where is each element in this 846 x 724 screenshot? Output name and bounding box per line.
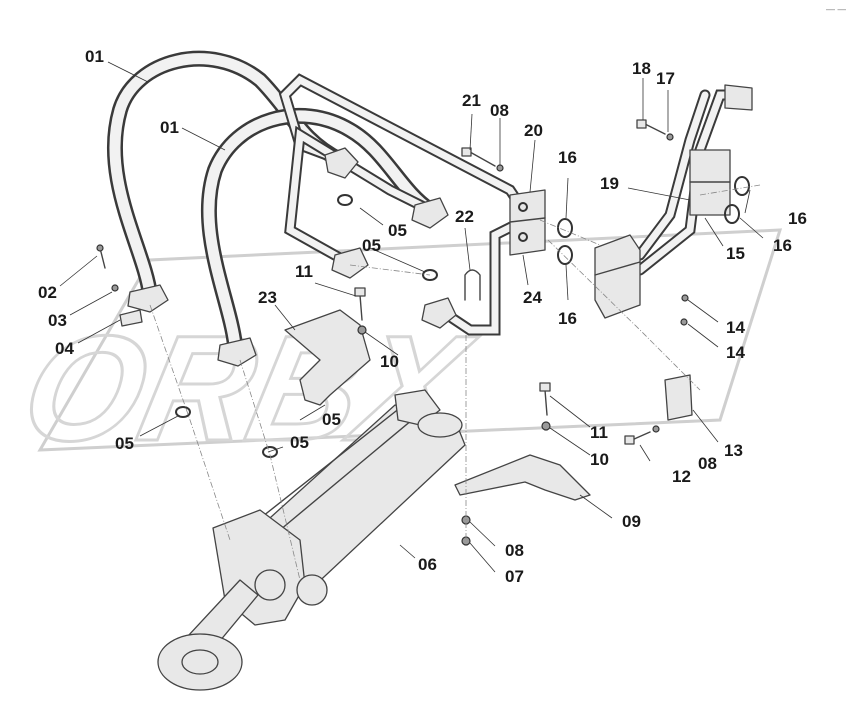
hydraulic-cylinder-06 <box>157 389 466 691</box>
label-05-b: 05 <box>322 410 341 429</box>
label-20: 20 <box>524 121 543 140</box>
label-05-d: 05 <box>362 236 381 255</box>
label-14-b: 14 <box>726 343 745 362</box>
leader-lines <box>59 61 764 573</box>
bracket-09 <box>454 454 591 501</box>
label-16-a: 16 <box>788 209 807 228</box>
u-bolt-22 <box>464 269 481 301</box>
hose-01-outer <box>106 50 348 303</box>
label-16-d: 16 <box>558 309 577 328</box>
manifold-plate-20-24 <box>509 189 546 256</box>
label-13: 13 <box>724 441 743 460</box>
o-rings <box>175 176 750 458</box>
part-labels: 01 01 02 03 04 05 05 05 05 05 06 07 08 0… <box>38 47 807 586</box>
plate-13 <box>664 374 693 421</box>
label-23: 23 <box>258 288 277 307</box>
label-17: 17 <box>656 69 675 88</box>
label-16-c: 16 <box>558 148 577 167</box>
label-24: 24 <box>523 288 542 307</box>
label-16-b: 16 <box>773 236 792 255</box>
label-14-a: 14 <box>726 318 745 337</box>
label-04: 04 <box>55 339 74 358</box>
assembly-center-lines <box>149 184 761 581</box>
label-09: 09 <box>622 512 641 531</box>
label-11-a: 11 <box>295 262 313 281</box>
flange-fittings <box>127 147 457 367</box>
label-01-b: 01 <box>160 118 179 137</box>
label-19: 19 <box>600 174 619 193</box>
corner-mark: — — <box>826 4 846 14</box>
label-01-a: 01 <box>85 47 104 66</box>
label-08-b: 08 <box>698 454 717 473</box>
label-02: 02 <box>38 283 57 302</box>
label-08-c: 08 <box>490 101 509 120</box>
label-21: 21 <box>462 91 481 110</box>
label-07: 07 <box>505 567 524 586</box>
label-11-b: 11 <box>590 423 608 442</box>
label-15: 15 <box>726 244 745 263</box>
label-03: 03 <box>48 311 67 330</box>
valve-block-15-19 <box>594 84 753 319</box>
label-05-c: 05 <box>388 221 407 240</box>
bolts-and-nuts <box>96 119 689 546</box>
label-08-a: 08 <box>505 541 524 560</box>
label-05-a: 05 <box>115 434 134 453</box>
hose-01-inner <box>200 108 438 353</box>
bracket-23 <box>284 309 371 406</box>
label-10-b: 10 <box>590 450 609 469</box>
label-18: 18 <box>632 59 651 78</box>
label-12: 12 <box>672 467 691 486</box>
label-22: 22 <box>455 207 474 226</box>
label-06: 06 <box>418 555 437 574</box>
label-05-e: 05 <box>290 433 309 452</box>
rigid-tube-assembly <box>278 73 526 336</box>
label-10-a: 10 <box>380 352 399 371</box>
